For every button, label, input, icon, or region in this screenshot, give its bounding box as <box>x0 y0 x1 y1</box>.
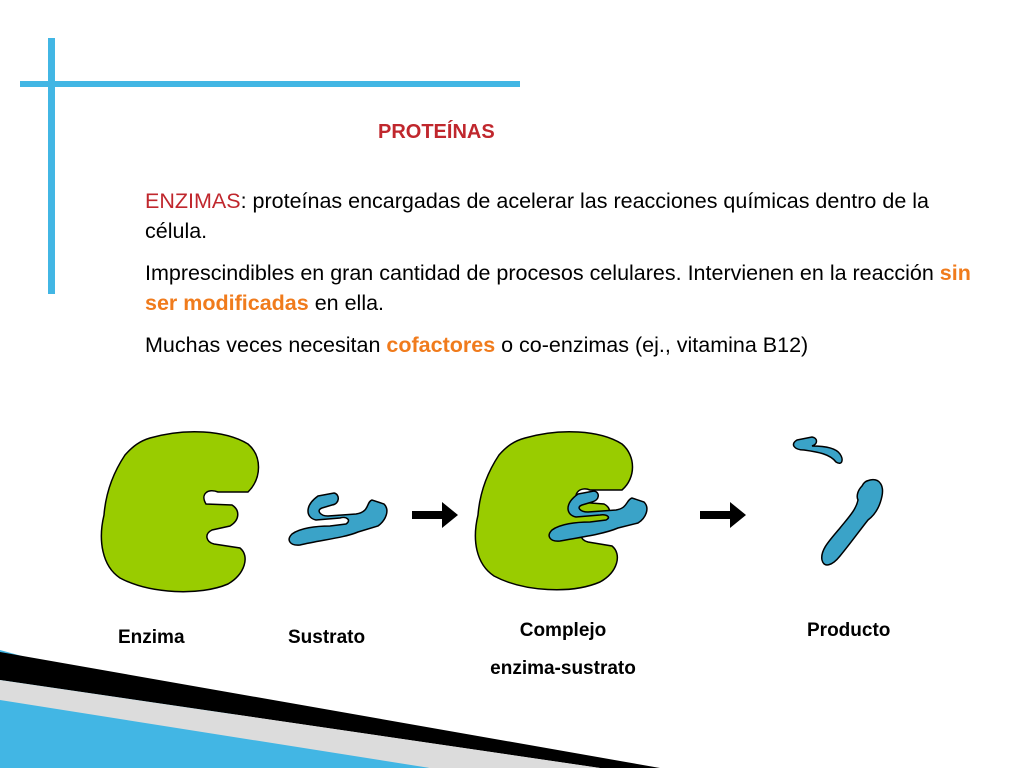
arrow-icon <box>412 502 458 528</box>
label-producto: Producto <box>807 620 891 641</box>
text-body: ENZIMAS: proteínas encargadas de acelera… <box>145 186 975 372</box>
paragraph-text: o co-enzimas (ej., vitamina B12) <box>495 333 809 357</box>
frame-vertical-bar <box>48 38 55 294</box>
paragraph-text: Imprescindibles en gran cantidad de proc… <box>145 261 940 285</box>
complex-substrate-shape <box>548 490 648 542</box>
bottom-decoration <box>0 650 660 768</box>
frame-horizontal-bar <box>20 81 520 87</box>
paragraph-cofactores: Muchas veces necesitan cofactores o co-e… <box>145 330 975 360</box>
substrate-shape <box>288 492 388 546</box>
product-fragment-large <box>821 478 884 566</box>
term-enzimas: ENZIMAS <box>145 189 241 213</box>
arrow-icon <box>700 502 746 528</box>
highlight-cofactores: cofactores <box>386 333 496 357</box>
paragraph-enzimas: ENZIMAS: proteínas encargadas de acelera… <box>145 186 975 246</box>
paragraph-text: en ella. <box>308 291 385 315</box>
enzyme-shape <box>100 431 260 593</box>
label-complejo-line1: Complejo <box>519 620 607 641</box>
highlight-sin-ser-modificadas: sin ser modificadas <box>145 261 971 315</box>
label-sustrato: Sustrato <box>288 627 366 648</box>
complex-enzyme-shape <box>474 431 634 591</box>
label-enzima: Enzima <box>118 627 185 648</box>
enzyme-diagram <box>100 431 884 593</box>
definition-text: : proteínas encargadas de acelerar las r… <box>145 189 929 243</box>
page-title: PROTEÍNAS <box>378 121 495 143</box>
paragraph-text: Muchas veces necesitan <box>145 333 387 357</box>
product-fragment-small <box>792 436 843 465</box>
paragraph-imprescindibles: Imprescindibles en gran cantidad de proc… <box>145 258 975 318</box>
decor-grey-band <box>0 680 600 768</box>
decor-dark-band <box>0 652 660 768</box>
label-complejo: Complejo enzima-sustrato <box>475 612 651 688</box>
label-complejo-line2: enzima-sustrato <box>490 658 636 679</box>
